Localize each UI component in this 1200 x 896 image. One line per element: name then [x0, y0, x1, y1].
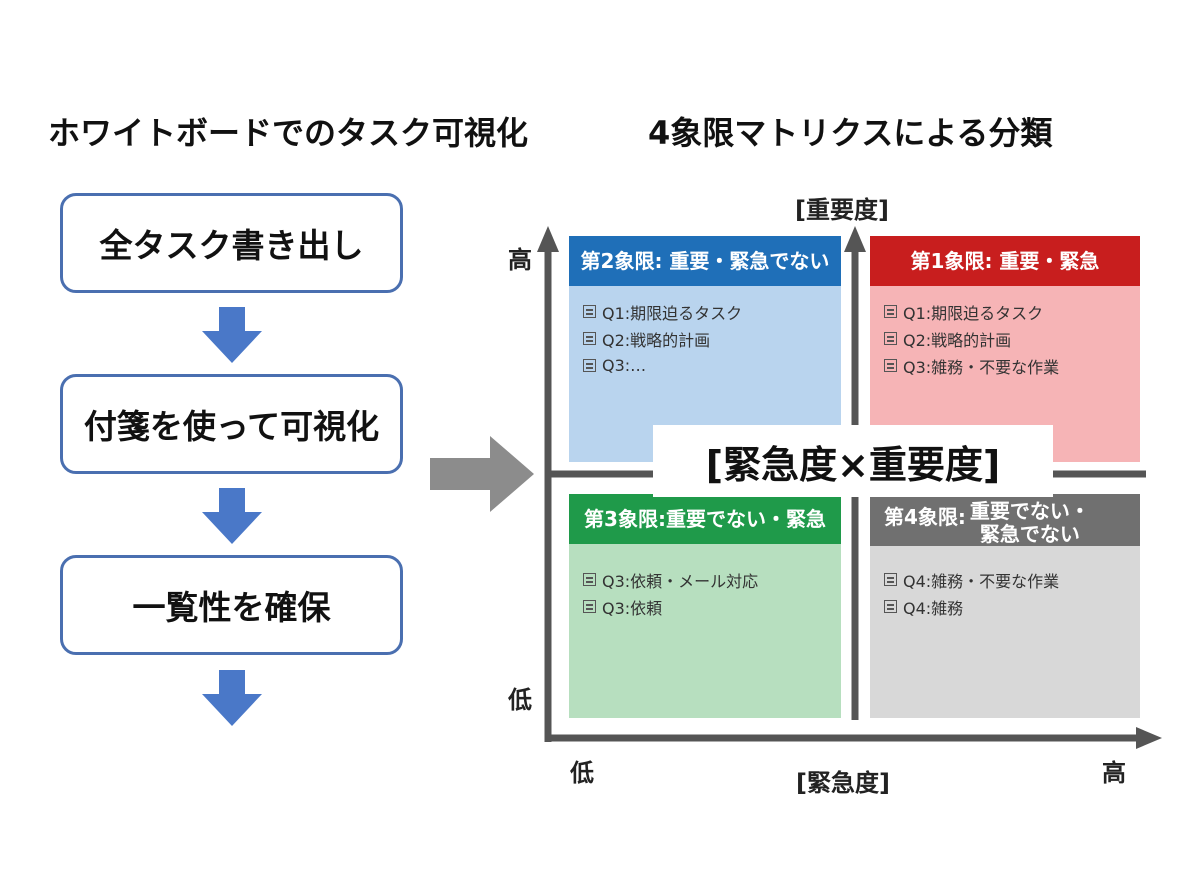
list-item: Q4:雑務・不要な作業 [884, 566, 1140, 593]
note-icon [884, 332, 897, 345]
y-axis-low: 低 [508, 686, 532, 714]
quadrant-4-title: 第4象限: 重要でない・ 緊急でない [870, 494, 1140, 546]
quadrant-2: 第2象限: 重要・緊急でない Q1:期限迫るタスク Q2:戦略的計画 Q3:… [569, 236, 841, 462]
note-icon [583, 305, 596, 318]
list-item: Q3:雑務・不要な作業 [884, 352, 1140, 379]
note-icon [884, 305, 897, 318]
list-item: Q2:戦略的計画 [884, 325, 1140, 352]
list-item: Q1:期限迫るタスク [884, 298, 1140, 325]
down-arrow-icon [202, 307, 262, 363]
matrix-center-label: [緊急度×重要度] [653, 425, 1053, 497]
x-axis-arrowhead [1136, 727, 1162, 749]
center-arrowhead [844, 226, 866, 252]
x-axis-label: [緊急度] [796, 769, 890, 797]
right-section-title: 4象限マトリクスによる分類 [648, 114, 1053, 152]
quadrant-2-title: 第2象限: 重要・緊急でない [569, 236, 841, 286]
note-icon [583, 359, 596, 372]
quadrant-1: 第1象限: 重要・緊急 Q1:期限迫るタスク Q2:戦略的計画 Q3:雑務・不要… [870, 236, 1140, 462]
x-axis-low: 低 [570, 759, 594, 787]
left-section-title: ホワイトボードでのタスク可視化 [48, 114, 529, 152]
y-axis-label: [重要度] [795, 196, 889, 224]
list-item: Q1:期限迫るタスク [583, 298, 841, 325]
list-item: Q3:依頼・メール対応 [583, 566, 841, 593]
list-item: Q2:戦略的計画 [583, 325, 841, 352]
flow-step-3: 一覧性を確保 [60, 555, 403, 655]
list-item: Q3:依頼 [583, 593, 841, 620]
note-icon [583, 600, 596, 613]
note-icon [583, 332, 596, 345]
quadrant-4: 第4象限: 重要でない・ 緊急でない Q4:雑務・不要な作業 Q4:雑務 [870, 494, 1140, 718]
y-axis-high: 高 [508, 246, 532, 274]
quadrant-3-title: 第3象限:重要でない・緊急 [569, 494, 841, 544]
down-arrow-icon [202, 670, 262, 726]
flow-step-1: 全タスク書き出し [60, 193, 403, 293]
note-icon [884, 600, 897, 613]
y-axis-arrowhead [537, 226, 559, 252]
flow-step-2: 付箋を使って可視化 [60, 374, 403, 474]
right-arrow-icon [430, 436, 534, 512]
list-item: Q4:雑務 [884, 593, 1140, 620]
note-icon [884, 359, 897, 372]
down-arrow-icon [202, 488, 262, 544]
quadrant-3: 第3象限:重要でない・緊急 Q3:依頼・メール対応 Q3:依頼 [569, 494, 841, 718]
note-icon [583, 573, 596, 586]
note-icon [884, 573, 897, 586]
list-item: Q3:… [583, 352, 841, 379]
x-axis-high: 高 [1102, 759, 1126, 787]
quadrant-1-title: 第1象限: 重要・緊急 [870, 236, 1140, 286]
